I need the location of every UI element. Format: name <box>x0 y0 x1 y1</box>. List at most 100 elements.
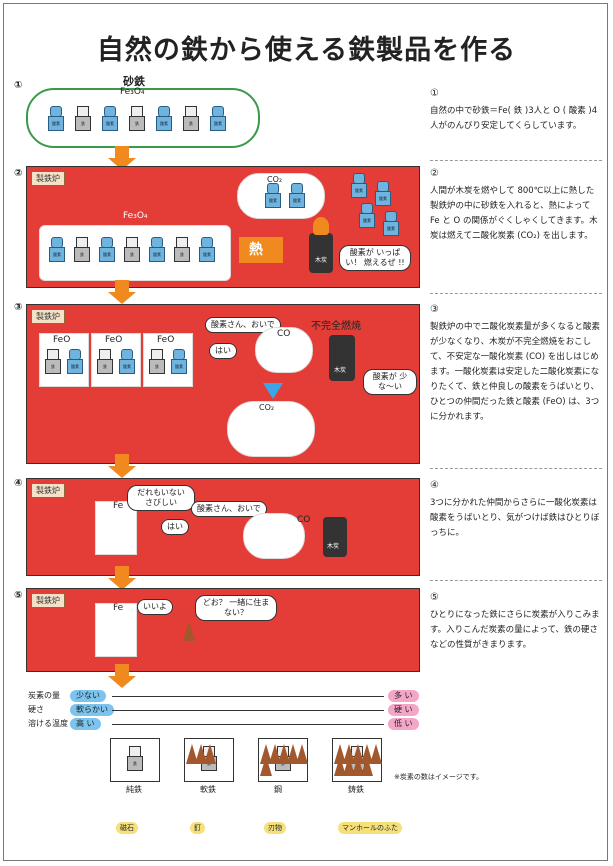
furnace-tag: 製鉄炉 <box>31 593 65 608</box>
step4-desc-text: 3つに分かれた仲間からさらに一酸化炭素は酸素をうばいとり、気がつけば鉄はひとりぼ… <box>430 498 600 538</box>
down-arrow <box>263 383 283 399</box>
scale-right-value: 低 い <box>388 718 419 730</box>
oxygen-atom-figure: 酸素 <box>263 183 281 211</box>
oxygen-atom-figure: 酸素 <box>381 211 399 239</box>
carbon-figure <box>296 744 308 768</box>
step1-desc-text: 自然の中で砂鉄＝Fe( 鉄 )3人と O ( 酸素 )4人がのんびり安定してくら… <box>430 106 598 131</box>
page-frame <box>3 3 608 861</box>
step4-fe-label: Fe <box>113 501 124 511</box>
iron-atom-figure: 鉄 <box>125 746 143 774</box>
flow-arrow <box>108 664 136 688</box>
separator <box>430 293 602 294</box>
heat-arrow <box>239 237 283 263</box>
oxygen-atom-figure: 酸素 <box>100 106 118 134</box>
step5-number: ⑤ <box>14 590 23 601</box>
heat-label: 熱 <box>249 242 263 258</box>
scale-row-label: 溶ける温度 <box>28 719 68 728</box>
product-name: 鋼 <box>274 785 282 794</box>
step4-co-label: CO <box>297 515 311 525</box>
atom-body-label: 鉄 <box>183 116 199 131</box>
step2-description: ② 人間が木炭を燃やして 800℃以上に熱した製鉄炉の中に砂鉄を入れると、熱によっ… <box>430 166 600 244</box>
atom-body-label: 酸素 <box>289 193 305 208</box>
flow-arrow <box>108 454 136 478</box>
furnace-tag: 製鉄炉 <box>31 171 65 186</box>
step2-speech: 酸素が いっぱい！ 燃えるぜ !! <box>339 245 411 271</box>
atom-body-label: 酸素 <box>99 247 115 262</box>
atom-body-label: 鉄 <box>45 359 61 374</box>
step5-desc-text: ひとりになった鉄にさらに炭素が入りこみます。入りこんだ炭素の量によって、鉄の硬さ… <box>430 610 600 650</box>
product-example: 刃物 <box>264 822 286 834</box>
atom-body-label: 鉄 <box>174 247 190 262</box>
oxygen-atom-figure: 酸素 <box>65 349 83 377</box>
step4-description: ④ 3つに分かれた仲間からさらに一酸化炭素は酸素をうばいとり、気がつけば鉄はひとり… <box>430 478 600 541</box>
scale-right-value: 硬 い <box>388 704 419 716</box>
step5-panel: 製鉄炉 Fe いいよ どお？ 一緒に住まない？ <box>26 588 420 672</box>
oxygen-atom-figure: 酸素 <box>147 237 165 265</box>
atom-body-label: 鉄 <box>75 116 91 131</box>
product-name: 鋳鉄 <box>348 785 364 794</box>
iron-atom-figure: 鉄 <box>127 106 145 134</box>
flow-arrow <box>108 280 136 304</box>
step3-desc-text: 製鉄炉の中で二酸化炭素量が多くなると酸素が少なくなり、木炭が不完全燃焼をおこして… <box>430 322 601 422</box>
atom-body-label: 鉄 <box>124 247 140 262</box>
step1-formula: Fe₃O₄ <box>120 87 145 97</box>
step5-description: ⑤ ひとりになった鉄にさらに炭素が入りこみます。入りこんだ炭素の量によって、鉄の硬… <box>430 590 600 653</box>
atom-body-label: 酸素 <box>49 247 65 262</box>
lonely-speech: だれもいない さびしい <box>127 485 195 511</box>
oxygen-atom-figure: 酸素 <box>357 203 375 231</box>
step3-co-label: CO <box>277 329 291 339</box>
product-example: マンホールのふた <box>338 822 402 834</box>
step4-call-speech: 酸素さん、おいで <box>191 501 267 517</box>
step5-fe-label: Fe <box>113 603 124 613</box>
scale-row-label: 炭素の量 <box>28 691 60 700</box>
charcoal-label: 木炭 <box>315 257 328 264</box>
oxygen-atom-figure: 酸素 <box>197 237 215 265</box>
atom-body-label: 酸素 <box>48 116 64 131</box>
carbon-figure <box>361 756 373 780</box>
step2-desc-number: ② <box>430 168 439 179</box>
product-example: 磁石 <box>116 822 138 834</box>
scale-arrow-line <box>112 724 384 725</box>
atom-body-label: 酸素 <box>265 193 281 208</box>
charcoal-label: 木炭 <box>334 367 347 374</box>
iron-atom-figure: 鉄 <box>122 237 140 265</box>
carbon-figure <box>204 744 216 768</box>
atom-body-label: 鉄 <box>74 247 90 262</box>
step3-yes-speech: はい <box>209 343 237 359</box>
page-title: 自然の鉄から使える鉄製品を作る <box>96 35 517 66</box>
scale-left-value: 高 い <box>70 718 101 730</box>
separator <box>430 468 602 469</box>
step5-desc-number: ⑤ <box>430 592 439 603</box>
atom-body-label: 酸素 <box>119 359 135 374</box>
oxygen-atom-figure: 酸素 <box>117 349 135 377</box>
atom-body-label: 鉄 <box>127 756 143 771</box>
oxygen-atom-figure: 酸素 <box>287 183 305 211</box>
step2-co2-bubble <box>237 173 325 219</box>
product-example: 釘 <box>190 822 205 834</box>
ok-speech: いいよ <box>137 599 173 615</box>
step2-desc-text: 人間が木炭を燃やして 800℃以上に熱した製鉄炉の中に砂鉄を入れると、熱によって… <box>430 186 598 241</box>
oxygen-atom-figure: 酸素 <box>349 173 367 201</box>
oxygen-atom-figure: 酸素 <box>97 237 115 265</box>
furnace-tag: 製鉄炉 <box>31 309 65 324</box>
carbon-figure <box>183 621 195 645</box>
low-oxygen-speech: 酸素が 少な～い <box>363 369 417 395</box>
atom-body-label: 酸素 <box>383 221 399 236</box>
iron-atom-figure: 鉄 <box>95 349 113 377</box>
charcoal-label: 木炭 <box>327 543 340 550</box>
step4-co-bubble <box>243 513 305 559</box>
flow-arrow <box>108 566 136 590</box>
step5-iron-box <box>95 603 137 657</box>
step4-iron-box <box>95 501 137 555</box>
atom-body-label: 酸素 <box>199 247 215 262</box>
atom-body-label: 酸素 <box>171 359 187 374</box>
charcoal-figure <box>323 517 347 557</box>
furnace-tag: 製鉄炉 <box>31 483 65 498</box>
feo-label: FeO <box>157 335 175 345</box>
scale-right-value: 多 い <box>388 690 419 702</box>
step3-call-speech: 酸素さん、おいで <box>205 317 281 333</box>
atom-body-label: 鉄 <box>129 116 145 131</box>
step2-co2-label: CO₂ <box>267 175 283 184</box>
step4-desc-number: ④ <box>430 480 439 491</box>
